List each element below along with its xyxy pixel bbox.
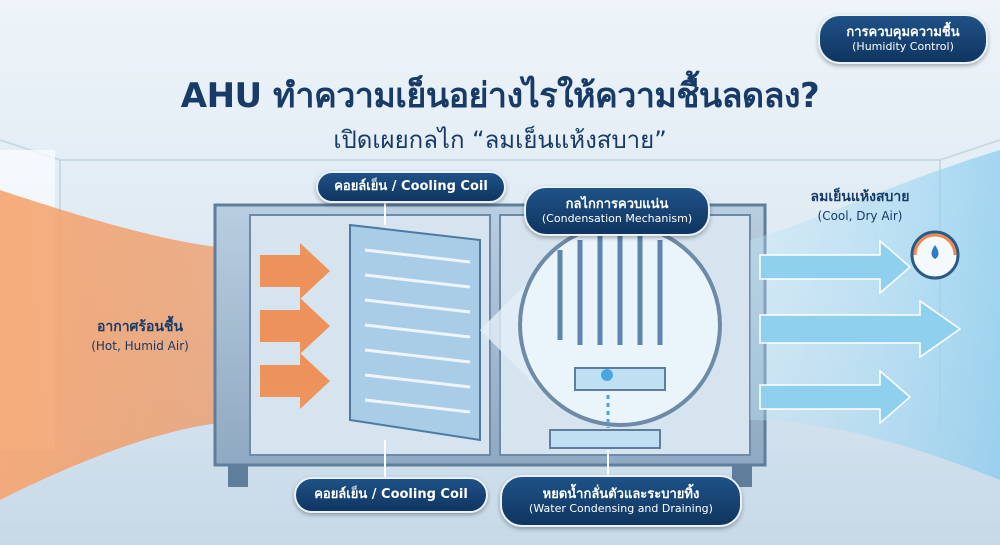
label-thai: ลมเย็นแห้งสบาย — [810, 189, 910, 205]
label-english: (Cool, Dry Air) — [817, 208, 903, 223]
cooling-coil-label-top: คอยล์เย็น / Cooling Coil — [316, 171, 506, 203]
cool-dry-air-label: ลมเย็นแห้งสบาย (Cool, Dry Air) — [790, 188, 930, 224]
hygrometer-icon — [910, 230, 960, 280]
label-thai: หยดน้ำกลั่นตัวและระบายทิ้ง — [542, 486, 700, 502]
hot-air-stream — [0, 190, 260, 500]
label-text: คอยล์เย็น / Cooling Coil — [334, 179, 488, 195]
label-thai: อากาศร้อนชื้น — [96, 319, 184, 335]
cooling-coil-label-bottom: คอยล์เย็น / Cooling Coil — [294, 477, 488, 513]
hot-air-arrows — [260, 243, 330, 409]
humidity-control-badge: การควบคุมความชื้น (Humidity Control) — [818, 14, 988, 64]
cool-air-arrows — [759, 239, 962, 425]
label-thai: กลไกการควบแน่น — [565, 196, 669, 212]
cooling-coil — [349, 223, 481, 442]
label-text: คอยล์เย็น / Cooling Coil — [314, 487, 468, 503]
water-draining-label: หยดน้ำกลั่นตัวและระบายทิ้ง (Water Conden… — [500, 475, 742, 527]
condensation-label: กลไกการควบแน่น (Condensation Mechanism) — [524, 186, 710, 236]
drain-pan — [549, 395, 661, 449]
badge-english: (Humidity Control) — [852, 40, 954, 54]
label-english: (Hot, Humid Air) — [91, 338, 189, 353]
label-english: (Condensation Mechanism) — [541, 212, 693, 226]
badge-thai: การควบคุมความชื้น — [846, 24, 960, 40]
label-english: (Water Condensing and Draining) — [529, 502, 713, 516]
hot-humid-air-label: อากาศร้อนชื้น (Hot, Humid Air) — [65, 318, 215, 354]
page-title: AHU ทำความเย็นอย่างไรให้ความชื้นลดลง? — [180, 76, 820, 116]
page-subtitle: เปิดเผยกลไก “ลมเย็นแห้งสบาย” — [333, 126, 667, 154]
condensation-magnifier — [480, 223, 722, 427]
